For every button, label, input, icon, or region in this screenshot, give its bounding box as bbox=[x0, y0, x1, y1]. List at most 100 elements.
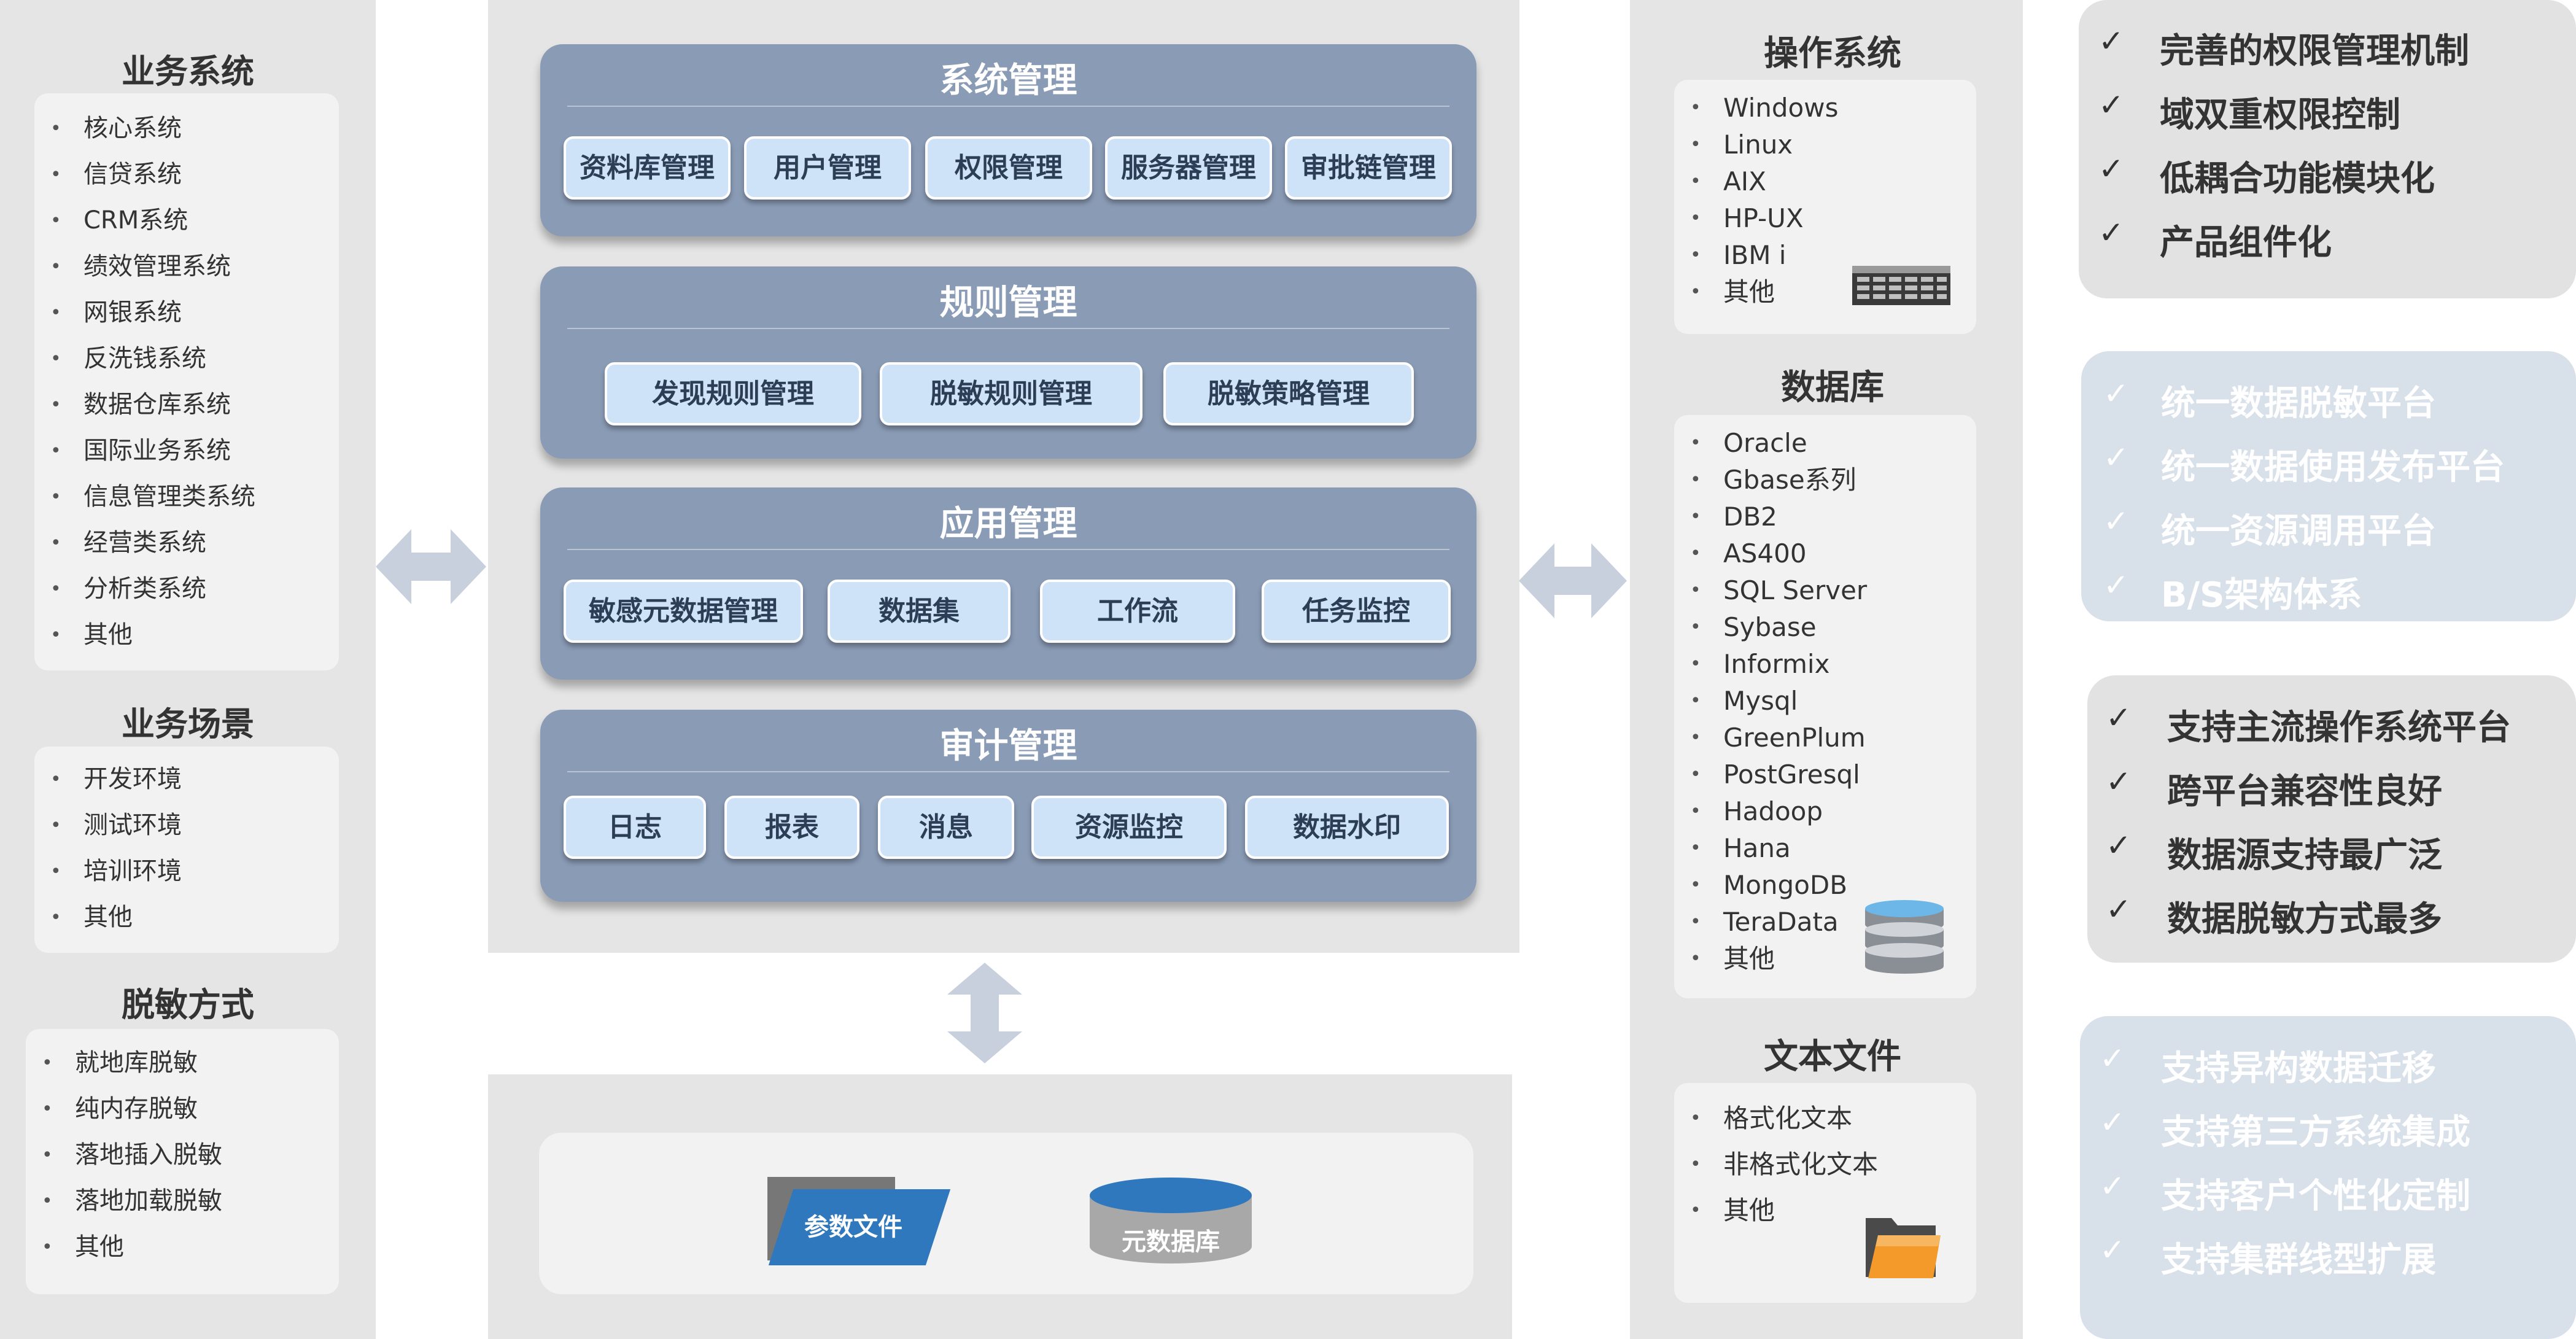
check-icon: ✓ bbox=[2100, 1041, 2125, 1076]
masking-methods-title: 脱敏方式 bbox=[122, 985, 254, 1024]
chip-log[interactable]: 日志 bbox=[564, 796, 706, 859]
check-icon: ✓ bbox=[2098, 23, 2124, 59]
check-icon: ✓ bbox=[2103, 567, 2129, 603]
check-icon: ✓ bbox=[2103, 503, 2129, 539]
chip-data-watermark[interactable]: 数据水印 bbox=[1245, 796, 1449, 859]
feature-item: ✓低耦合功能模块化 bbox=[2098, 151, 2435, 199]
list-item: GreenPlum bbox=[1674, 720, 1976, 756]
module-audit-management: 审计管理 日志 报表 消息 资源监控 数据水印 bbox=[540, 710, 1476, 902]
list-item: 开发环境 bbox=[34, 756, 339, 802]
list-item: 其他 bbox=[1674, 274, 1976, 311]
chip-discovery-rule-management[interactable]: 发现规则管理 bbox=[605, 362, 861, 425]
list-item: 反洗钱系统 bbox=[34, 336, 339, 382]
feature-item: ✓支持主流操作系统平台 bbox=[2106, 700, 2511, 748]
os-title: 操作系统 bbox=[1764, 34, 1901, 74]
feature-item: ✓域双重权限控制 bbox=[2098, 87, 2400, 135]
check-icon: ✓ bbox=[2106, 700, 2132, 735]
check-icon: ✓ bbox=[2098, 151, 2124, 187]
chip-server-management[interactable]: 服务器管理 bbox=[1105, 136, 1272, 200]
list-item: 落地插入脱敏 bbox=[26, 1132, 339, 1178]
list-item: 国际业务系统 bbox=[34, 428, 339, 474]
double-arrow-icon bbox=[376, 529, 486, 604]
module-title: 规则管理 bbox=[939, 283, 1077, 323]
double-arrow-icon bbox=[1519, 543, 1627, 618]
feature-item: ✓产品组件化 bbox=[2098, 215, 2332, 263]
feature-item: ✓支持异构数据迁移 bbox=[2100, 1041, 2436, 1089]
divider bbox=[567, 549, 1449, 550]
list-item: 经营类系统 bbox=[34, 520, 339, 566]
check-icon: ✓ bbox=[2106, 891, 2132, 927]
feature-item: ✓完善的权限管理机制 bbox=[2098, 23, 2469, 71]
check-icon: ✓ bbox=[2100, 1232, 2125, 1268]
check-icon: ✓ bbox=[2106, 764, 2132, 799]
feature-panel-2: ✓统一数据脱敏平台 ✓统一数据使用发布平台 ✓统一资源调用平台 ✓B/S架构体系 bbox=[2081, 351, 2576, 621]
chip-repository-management[interactable]: 资料库管理 bbox=[564, 136, 731, 200]
check-icon: ✓ bbox=[2098, 215, 2124, 250]
list-item: 其他 bbox=[34, 895, 339, 941]
feature-item: ✓数据源支持最广泛 bbox=[2106, 828, 2442, 875]
feature-panel-4: ✓支持异构数据迁移 ✓支持第三方系统集成 ✓支持客户个性化定制 ✓支持集群线型扩… bbox=[2080, 1016, 2576, 1339]
list-item: Hana bbox=[1674, 830, 1976, 867]
list-item: 分析类系统 bbox=[34, 566, 339, 612]
list-item: 非格式化文本 bbox=[1674, 1141, 1976, 1187]
check-icon: ✓ bbox=[2100, 1104, 2125, 1140]
feature-item: ✓统一数据使用发布平台 bbox=[2103, 440, 2505, 487]
list-item: 网银系统 bbox=[34, 290, 339, 336]
chip-report[interactable]: 报表 bbox=[724, 796, 859, 859]
list-item: 落地加载脱敏 bbox=[26, 1178, 339, 1224]
metadata-db-icon-top bbox=[1090, 1178, 1252, 1213]
chip-user-management[interactable]: 用户管理 bbox=[744, 136, 911, 200]
chip-permission-management[interactable]: 权限管理 bbox=[925, 136, 1092, 200]
list-item: CRM系统 bbox=[34, 198, 339, 244]
chip-sensitive-metadata-management[interactable]: 敏感元数据管理 bbox=[564, 580, 803, 643]
chip-approval-chain-management[interactable]: 审批链管理 bbox=[1285, 136, 1452, 200]
storage-panel bbox=[539, 1133, 1473, 1294]
list-item: 培训环境 bbox=[34, 848, 339, 895]
feature-item: ✓支持集群线型扩展 bbox=[2100, 1232, 2436, 1280]
business-systems-title: 业务系统 bbox=[122, 52, 254, 91]
list-item: 其他 bbox=[34, 612, 339, 658]
chip-task-monitoring[interactable]: 任务监控 bbox=[1262, 580, 1451, 643]
list-item: Sybase bbox=[1674, 609, 1976, 646]
list-item: AS400 bbox=[1674, 535, 1976, 572]
list-item: 测试环境 bbox=[34, 802, 339, 848]
metadata-db-label: 元数据库 bbox=[1122, 1228, 1220, 1256]
list-item: Hadoop bbox=[1674, 793, 1976, 830]
list-item: 其他 bbox=[1674, 1187, 1976, 1233]
feature-item: ✓跨平台兼容性良好 bbox=[2106, 764, 2442, 812]
chip-resource-monitoring[interactable]: 资源监控 bbox=[1031, 796, 1227, 859]
feature-panel-3: ✓支持主流操作系统平台 ✓跨平台兼容性良好 ✓数据源支持最广泛 ✓数据脱敏方式最… bbox=[2087, 675, 2576, 963]
feature-item: ✓支持客户个性化定制 bbox=[2100, 1168, 2470, 1216]
list-item: 就地库脱敏 bbox=[26, 1040, 339, 1086]
list-item: HP-UX bbox=[1674, 200, 1976, 237]
chip-workflow[interactable]: 工作流 bbox=[1040, 580, 1235, 643]
list-item: Linux bbox=[1674, 126, 1976, 163]
list-item: Informix bbox=[1674, 646, 1976, 683]
feature-item: ✓B/S架构体系 bbox=[2103, 567, 2362, 615]
chip-masking-strategy-management[interactable]: 脱敏策略管理 bbox=[1163, 362, 1414, 425]
chip-masking-rule-management[interactable]: 脱敏规则管理 bbox=[880, 362, 1143, 425]
module-title: 审计管理 bbox=[939, 726, 1077, 766]
list-item: 核心系统 bbox=[34, 106, 339, 152]
check-icon: ✓ bbox=[2100, 1168, 2125, 1204]
server-icon bbox=[1852, 266, 1950, 305]
list-item: DB2 bbox=[1674, 499, 1976, 535]
list-item: 数据仓库系统 bbox=[34, 382, 339, 428]
check-icon: ✓ bbox=[2103, 376, 2129, 411]
database-title: 数据库 bbox=[1781, 368, 1884, 408]
feature-item: ✓数据脱敏方式最多 bbox=[2106, 891, 2442, 939]
feature-item: ✓支持第三方系统集成 bbox=[2100, 1104, 2470, 1152]
list-item: 信贷系统 bbox=[34, 152, 339, 198]
chip-message[interactable]: 消息 bbox=[878, 796, 1014, 859]
check-icon: ✓ bbox=[2103, 440, 2129, 475]
list-item: 格式化文本 bbox=[1674, 1095, 1976, 1141]
feature-item: ✓统一数据脱敏平台 bbox=[2103, 376, 2436, 424]
list-item: Oracle bbox=[1674, 425, 1976, 462]
module-title: 系统管理 bbox=[939, 61, 1077, 101]
list-item: 其他 bbox=[1674, 941, 1976, 977]
module-title: 应用管理 bbox=[939, 504, 1077, 544]
list-item: Windows bbox=[1674, 90, 1976, 126]
feature-panel-1: ✓完善的权限管理机制 ✓域双重权限控制 ✓低耦合功能模块化 ✓产品组件化 bbox=[2079, 0, 2576, 298]
chip-dataset[interactable]: 数据集 bbox=[828, 580, 1011, 643]
module-system-management: 系统管理 资料库管理 用户管理 权限管理 服务器管理 审批链管理 bbox=[540, 44, 1476, 236]
